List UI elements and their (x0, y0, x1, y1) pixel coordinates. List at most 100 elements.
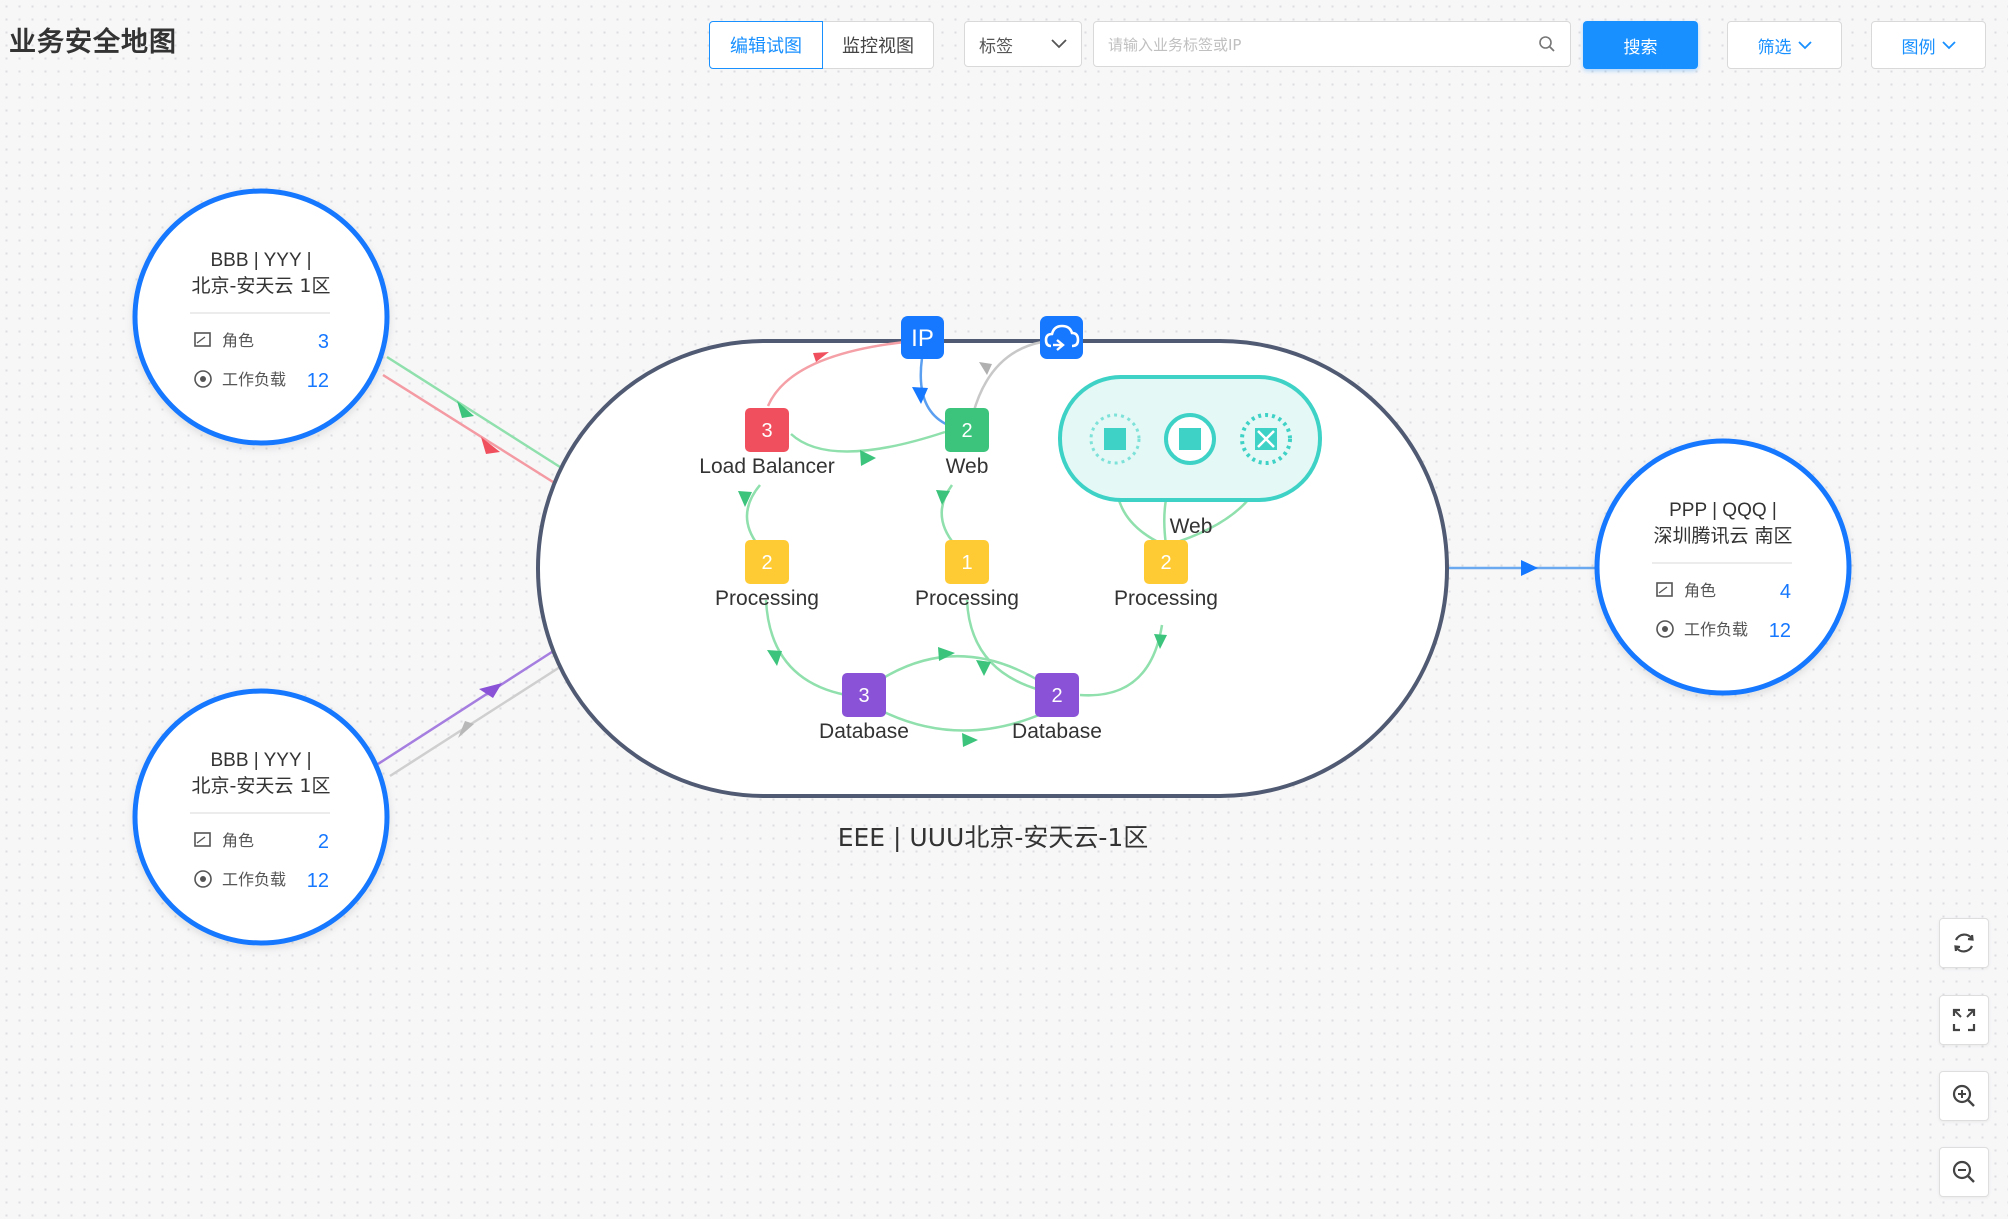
main-group-label: EEE | UUU北京-安天云-1区 (838, 823, 1149, 852)
tab-edit-view[interactable]: 编辑试图 (709, 21, 823, 69)
group-line2: 深圳腾讯云 南区 (1653, 525, 1792, 547)
group-node-right[interactable] (1594, 438, 1852, 696)
node-count: 2 (761, 552, 772, 574)
web-cluster-label: Web (1170, 515, 1213, 538)
edge-db1-db2-top (879, 655, 1047, 687)
arrow-head (458, 721, 474, 738)
edge-lb-proc1 (745, 484, 761, 546)
role-label: 角色 (222, 331, 254, 350)
search-button[interactable]: 搜索 (1583, 21, 1698, 69)
filter-button-label: 筛选 (1757, 37, 1792, 58)
node-count: 1 (961, 552, 972, 574)
refresh-button[interactable] (1939, 918, 1989, 968)
node-label: Processing (715, 587, 819, 610)
group-line2: 北京-安天云 1区 (192, 275, 331, 297)
arrow-head (912, 387, 928, 404)
view-toggle: 编辑试图 监控视图 (709, 21, 934, 69)
arrow-head (479, 683, 502, 698)
search-input[interactable] (1094, 22, 1530, 68)
node-label: Load Balancer (699, 455, 834, 478)
edge-cloud-web (971, 340, 1043, 415)
node-count: 2 (1051, 685, 1062, 707)
arrow-head (457, 401, 474, 418)
node-badge (945, 408, 989, 452)
arrow-head (813, 352, 829, 362)
role-icon (194, 832, 211, 847)
edge-leftbottom-purple[interactable] (377, 648, 556, 766)
arrow-head (979, 362, 992, 375)
web-cluster[interactable]: Web (1058, 375, 1322, 538)
node-label: Web (946, 455, 989, 478)
group-node-left-top[interactable] (132, 188, 390, 446)
filter-button[interactable]: 筛选 (1727, 21, 1842, 69)
role-label: 角色 (1684, 581, 1716, 600)
chevron-down-icon (1051, 39, 1067, 49)
zoom-out-button[interactable] (1939, 1147, 1989, 1197)
instance-square-icon (1104, 428, 1126, 450)
zoom-out-icon (1952, 1160, 1975, 1183)
node-badge (745, 540, 789, 584)
fullscreen-button[interactable] (1939, 995, 1989, 1045)
fullscreen-icon (1952, 1008, 1976, 1032)
edge-lefttop-red[interactable] (382, 373, 554, 484)
instance-blocked-icon (1257, 430, 1275, 448)
ip-badge-label: IP (911, 325, 934, 352)
edge-proc2-db2 (965, 599, 1041, 692)
tab-monitor-view[interactable]: 监控视图 (823, 21, 934, 69)
edge-proc1-db1 (764, 599, 847, 697)
edge-lefttop-green[interactable] (386, 355, 561, 469)
workload-icon (194, 870, 212, 888)
group-node-left-bottom-content: BBB | YYY | 北京-安天云 1区 角色 2 工作负载 12 (190, 750, 330, 892)
node-label: Processing (1114, 587, 1218, 610)
cluster-instance-3[interactable] (1240, 413, 1292, 465)
chevron-down-icon (1797, 40, 1812, 49)
search-icon[interactable] (1538, 35, 1556, 53)
cloud-entry[interactable] (1040, 316, 1083, 359)
legend-button[interactable]: 图例 (1871, 21, 1986, 69)
arrow-head (938, 647, 955, 661)
arrow-head (962, 733, 978, 747)
role-count: 3 (318, 331, 329, 353)
node-count: 3 (858, 685, 869, 707)
role-icon (194, 332, 211, 347)
group-line1: PPP | QQQ | (1669, 500, 1777, 521)
tag-select[interactable]: 标签 (964, 21, 1082, 67)
group-line1: BBB | YYY | (210, 250, 311, 271)
node-count: 2 (961, 420, 972, 442)
node-count: 2 (1160, 552, 1171, 574)
edge-db1-db2-bottom (879, 708, 1047, 732)
group-node-left-top-content: BBB | YYY | 北京-安天云 1区 角色 3 工作负载 12 (190, 250, 330, 392)
page-title: 业务安全地图 (9, 27, 177, 58)
arrow-head (936, 490, 950, 505)
workload-count: 12 (1769, 620, 1791, 642)
group-node-right-content: PPP | QQQ | 深圳腾讯云 南区 角色 4 工作负载 12 (1652, 500, 1793, 642)
node-count: 3 (761, 420, 772, 442)
edge-ip-web (919, 357, 949, 427)
tag-select-value: 标签 (979, 36, 1013, 57)
cloud-sync-icon (1044, 324, 1080, 351)
instance-square-icon (1179, 428, 1201, 450)
edge-leftbottom-gray[interactable] (389, 665, 561, 778)
workload-label: 工作负载 (222, 870, 286, 889)
group-node-left-bottom[interactable] (132, 688, 390, 946)
zoom-in-button[interactable] (1939, 1071, 1989, 1121)
workload-count: 12 (307, 370, 329, 392)
edge-web-proc2 (940, 484, 956, 546)
ip-entry[interactable]: IP (901, 316, 944, 359)
cluster-instance-1[interactable] (1089, 413, 1141, 465)
node-badge (945, 540, 989, 584)
cloud-badge (1040, 316, 1083, 359)
edge-lb-web (790, 430, 946, 453)
arrow-head (976, 660, 991, 676)
external-edges (377, 355, 1597, 778)
group-line2: 北京-安天云 1区 (192, 775, 331, 797)
